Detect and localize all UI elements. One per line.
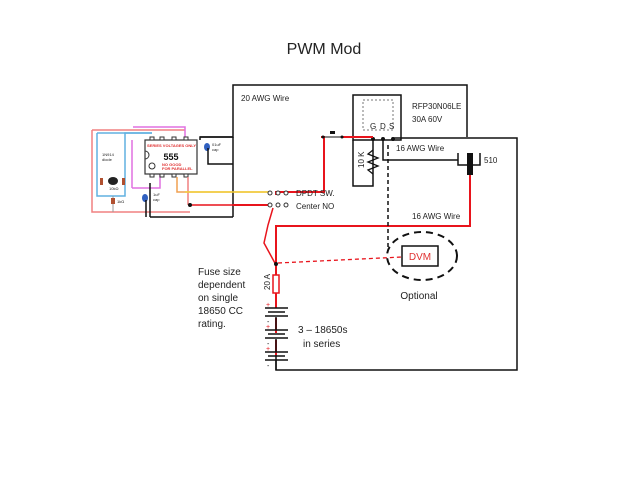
fuse [272,274,280,294]
fuse-note: Fuse size dependent on single 18650 CC r… [198,267,245,330]
battery-label-2: in series [303,339,340,350]
pot-label: 10kΩ [109,186,118,191]
wire-red-switch [263,207,277,266]
svg-text:rating.: rating. [198,319,226,330]
potentiometer [108,177,118,185]
dpdt-switch [267,190,289,208]
cap-1uf-label-2: cap [153,197,160,202]
diode-510 [467,153,473,175]
cap-01uf [204,143,210,151]
svg-text:-: - [267,319,270,326]
svg-text:on single: on single [198,293,238,304]
board-wire-blue [96,132,152,197]
chip-warning-bottom-1: NO GOOD [162,162,181,167]
fuse-node [274,262,278,266]
board-wire-red [91,130,190,213]
board-wire-magenta [133,126,186,140]
pin-g-label: G [370,122,376,131]
svg-text:-: - [267,363,270,370]
switch-label-1: DPDT SW. [296,189,335,198]
mosfet-tab [362,99,394,131]
board-node [188,203,192,207]
diode-label-2: diode [102,157,113,162]
cap-1uf [142,194,148,202]
battery-cell-1 [265,307,288,317]
chip-pins [149,136,189,178]
pin-d-node [381,137,385,141]
mosfet-rating-label: 30A 60V [412,115,443,124]
svg-text:+: + [266,302,270,309]
svg-text:dependent: dependent [198,280,245,291]
resistor-1k [111,198,115,204]
svg-text:+: + [266,324,270,331]
dvm-label: DVM [409,252,431,263]
resistor-10k [366,149,380,175]
switch-label-2: Center NO [296,202,334,211]
diagram-title: PWM Mod [287,41,362,58]
chip-notch [144,150,150,160]
board-wire-orange [176,177,270,193]
diode-510-label: 510 [484,156,498,165]
battery-label-1: 3 – 18650s [298,325,348,336]
optional-label: Optional [400,291,437,302]
mosfet-part-label: RFP30N06LE [412,102,461,111]
resistor-10k-label: 10 K [357,151,366,168]
dvm-probe-red [277,256,403,264]
pin-s-label: S [389,122,394,131]
battery-pack: + - + - + - [265,302,288,370]
svg-text:+: + [266,346,270,353]
board-wire-magenta-3 [132,174,161,189]
dvm-box [401,245,439,267]
chip-pin1-dot [148,162,156,170]
awg16-bottom-label: 16 AWG Wire [412,212,461,221]
fuse-rating-label: 20 A [263,273,272,290]
chip-warning-bottom-2: FOR PARALLEL [162,166,193,171]
resistor-1k-label: 1kΩ [117,199,124,204]
chip-warning-top: SERIES VOLTAGES ONLY [147,143,196,148]
resistor-right [122,178,125,185]
awg20-label: 20 AWG Wire [241,94,290,103]
svg-text:Fuse size: Fuse size [198,267,241,278]
svg-text:18650 CC: 18650 CC [198,306,243,317]
resistor-left [100,178,103,185]
svg-text:-: - [267,341,270,348]
pin-s-node [391,137,395,141]
cap-01uf-label-2: cap [212,147,219,152]
chip-label: 555 [163,152,178,162]
battery-cell-2 [265,329,288,339]
pushbutton [330,131,335,134]
cap-01uf-label-1: 01uF [212,142,222,147]
pwm-board: SERIES VOLTAGES ONLY 555 NO GOOD FOR PAR… [91,126,270,213]
awg16-top-label: 16 AWG Wire [396,144,445,153]
cap-1uf-label-1: 1uF [153,192,160,197]
diode-label-1: 1N914 [102,152,115,157]
optional-outline [386,231,458,281]
pin-d-label: D [380,122,386,131]
